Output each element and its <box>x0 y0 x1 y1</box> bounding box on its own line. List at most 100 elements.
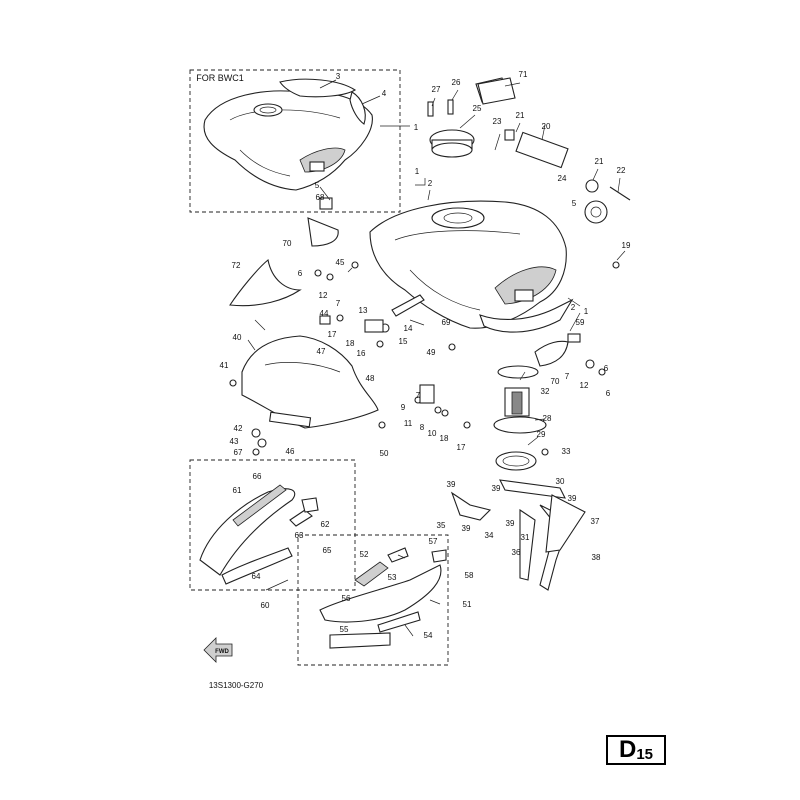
callout-label: 6 <box>298 269 303 278</box>
page-tag-number: 15 <box>636 745 654 763</box>
callout-labels: 1 1 1 2 2 3 4 5 5 6 6 6 7 7 7 8 9 10 11 … <box>220 70 631 640</box>
callout-label: 15 <box>399 337 408 346</box>
callout-label: 71 <box>519 70 528 79</box>
callout-label: 60 <box>261 601 270 610</box>
callout-label: 7 <box>336 299 341 308</box>
page-tag-letter: D <box>618 736 637 763</box>
callout-label: 55 <box>340 625 349 634</box>
callout-label: 3 <box>336 72 341 81</box>
leader-lines <box>247 82 626 637</box>
callout-label: 39 <box>447 480 456 489</box>
callout-label: 48 <box>366 374 375 383</box>
fuel-hoses <box>450 479 586 591</box>
callout-label: 17 <box>328 330 337 339</box>
lower-cowling-40 <box>241 335 379 429</box>
callout-label: 33 <box>562 447 571 456</box>
callout-label: 39 <box>506 519 515 528</box>
callout-label: 43 <box>230 437 239 446</box>
callout-label: 42 <box>234 424 243 433</box>
callout-label: 27 <box>432 85 441 94</box>
callout-label: 45 <box>336 258 345 267</box>
callout-label: 37 <box>591 517 600 526</box>
callout-label: 12 <box>319 291 328 300</box>
variant-tank-cover <box>279 78 366 125</box>
callout-label: 58 <box>465 571 474 580</box>
callout-label: 63 <box>295 531 304 540</box>
variant-fuel-tank <box>203 90 373 191</box>
variant-title: FOR BWC1 <box>196 73 244 83</box>
callout-label: 56 <box>342 594 351 603</box>
filler-cap-assembly <box>427 99 475 158</box>
callout-label: 6 <box>604 364 609 373</box>
callout-label: 35 <box>437 521 446 530</box>
callout-label: 36 <box>512 548 521 557</box>
fuel-pump-assembly <box>493 365 547 471</box>
cover-panel-70-upper <box>307 217 339 247</box>
callout-label: 14 <box>404 324 413 333</box>
strip-69 <box>391 294 425 317</box>
callout-label: 21 <box>595 157 604 166</box>
callout-label: 26 <box>452 78 461 87</box>
callout-label: 29 <box>537 430 546 439</box>
callout-label: 67 <box>234 448 243 457</box>
callout-label: 32 <box>541 387 550 396</box>
callout-label: 39 <box>462 524 471 533</box>
callout-label: 47 <box>317 347 326 356</box>
callout-label: 7 <box>416 391 421 400</box>
callout-label: 51 <box>463 600 472 609</box>
callout-label: 25 <box>473 104 482 113</box>
callout-label: 5 <box>572 199 577 208</box>
callout-label: 70 <box>283 239 292 248</box>
callout-label: 2 <box>571 303 576 312</box>
callout-label: 54 <box>424 631 433 640</box>
callout-label: 18 <box>440 434 449 443</box>
callout-label: 1 <box>415 167 420 176</box>
callout-label: 1 <box>414 123 419 132</box>
callout-label: 8 <box>420 423 425 432</box>
callout-label: 22 <box>617 166 626 175</box>
callout-label: 16 <box>357 349 366 358</box>
callout-label: 41 <box>220 361 229 370</box>
callout-label: 7 <box>565 372 570 381</box>
callout-label: 21 <box>516 111 525 120</box>
callout-label: 62 <box>321 520 330 529</box>
callout-label: 44 <box>320 309 329 318</box>
callout-label: 9 <box>401 403 406 412</box>
callout-label: 72 <box>232 261 241 270</box>
side-panel-72 <box>229 259 302 307</box>
side-cover-kit-60 <box>189 459 356 591</box>
callout-label: 5 <box>315 181 320 190</box>
callout-label: 2 <box>428 179 433 188</box>
callout-label: 12 <box>580 381 589 390</box>
callout-label: 68 <box>316 193 325 202</box>
cover-panel-70-lower <box>534 340 569 367</box>
callout-label: 20 <box>542 122 551 131</box>
callout-label: 46 <box>286 447 295 456</box>
callout-label: 13 <box>359 306 368 315</box>
forward-direction-arrow: FWD <box>203 637 233 663</box>
callout-label: 6 <box>606 389 611 398</box>
callout-label: 23 <box>493 117 502 126</box>
emblem-71 <box>477 77 516 105</box>
callout-label: 10 <box>428 429 437 438</box>
callout-label: 40 <box>233 333 242 342</box>
callout-label: 52 <box>360 550 369 559</box>
variant-inset-box: FOR BWC1 <box>189 69 410 213</box>
callout-label: 30 <box>556 477 565 486</box>
callout-label: 4 <box>382 89 387 98</box>
callout-label: 50 <box>380 449 389 458</box>
side-cover-kit-51 <box>297 534 449 666</box>
callout-label: 69 <box>442 318 451 327</box>
callout-label: 24 <box>558 174 567 183</box>
callout-label: 49 <box>427 348 436 357</box>
callout-label: 38 <box>592 553 601 562</box>
hardware-group <box>229 197 620 456</box>
callout-label: 65 <box>323 546 332 555</box>
callout-label: 31 <box>521 533 530 542</box>
fwd-label: FWD <box>215 649 229 655</box>
page-tag: D 15 <box>606 735 666 765</box>
callout-label: 34 <box>485 531 494 540</box>
callout-label: 39 <box>492 484 501 493</box>
